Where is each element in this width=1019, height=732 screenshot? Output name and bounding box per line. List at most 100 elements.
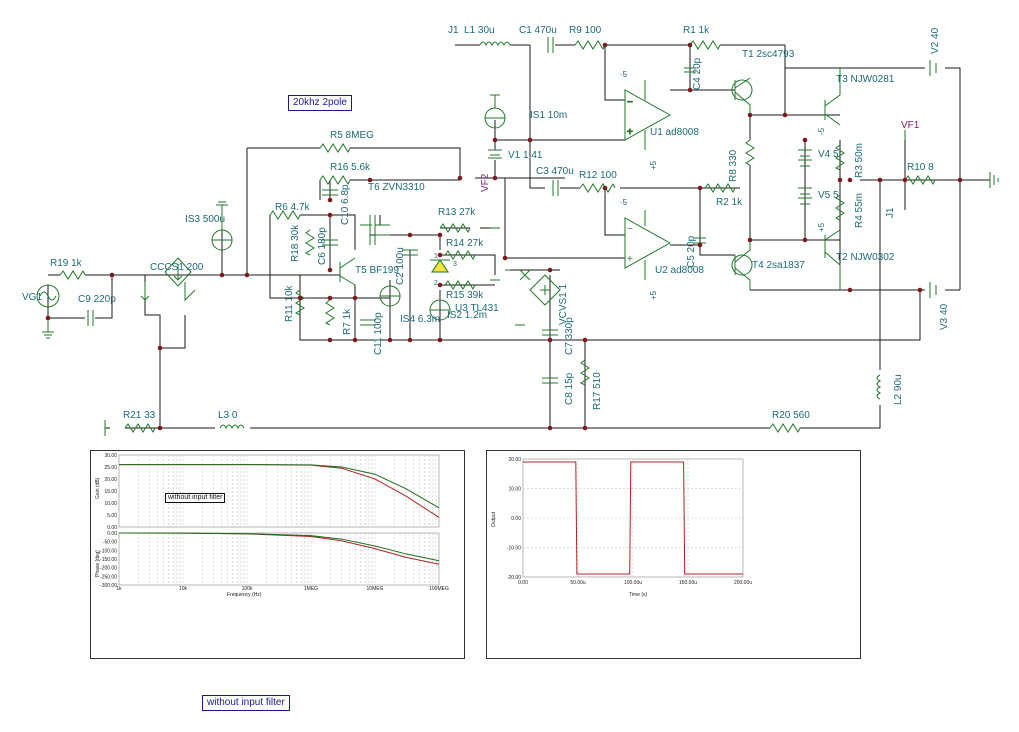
component-labels: J1 L1 30u C1 470u R9 100 R1 1k T1 2sc479… xyxy=(22,25,950,421)
resistor-R4 xyxy=(834,194,845,221)
label-R5: R5 8MEG xyxy=(330,130,374,141)
resistor-R17 xyxy=(579,359,590,386)
label-R21: R21 33 xyxy=(123,410,156,421)
time-tick-label: 0.00 xyxy=(518,580,528,586)
label-C4: C4 20p xyxy=(692,57,703,90)
label-L2: L2 90u xyxy=(893,374,904,405)
mosfet-T6 xyxy=(369,215,390,245)
inductor-L3 xyxy=(219,424,245,430)
label-C7: C7 330p xyxy=(564,317,575,355)
label-V1: V1 1.41 xyxy=(508,150,543,161)
output-tick-label: -20.00 xyxy=(507,575,521,581)
label-L3: L3 0 xyxy=(218,410,238,421)
capacitor-C9 xyxy=(87,310,94,326)
label-C2: C2 100u xyxy=(395,247,406,285)
gain-tick-label: 20.00 xyxy=(104,477,117,483)
label-VF1: VF1 xyxy=(901,120,920,131)
battery-V4 xyxy=(798,149,812,167)
components: − + − + xyxy=(36,37,999,436)
resistor-R11 xyxy=(294,289,305,316)
time-tick-label: 150.00u xyxy=(679,580,697,586)
inductor-L2 xyxy=(876,374,882,400)
gain-series-line xyxy=(119,464,440,509)
resistor-R7 xyxy=(324,299,335,326)
label-C6: C6 180p xyxy=(317,227,328,265)
gain-axis-label: Gain (dB) xyxy=(95,477,101,499)
pin-m5c: -5 xyxy=(817,127,826,135)
label-R6: R6 4.7k xyxy=(275,202,310,213)
label-R20: R20 560 xyxy=(772,410,810,421)
label-VF2: VF2 xyxy=(480,173,491,192)
ground-mark xyxy=(490,227,525,326)
time-tick-label: 100.00u xyxy=(624,580,642,586)
freq-axis-label: Frequency (Hz) xyxy=(227,592,262,598)
label-R16: R16 5.6k xyxy=(330,162,371,173)
resistor-R14 xyxy=(444,250,476,261)
label-U3: U3 TL431 xyxy=(455,303,499,314)
pin-m5b: -5 xyxy=(620,198,628,207)
svg-text:−: − xyxy=(627,97,633,108)
phase-tick-label: 0.00 xyxy=(107,531,117,537)
output-tick-label: -10.00 xyxy=(507,546,521,552)
ground-output xyxy=(989,172,999,188)
freq-tick-label: 1MEG xyxy=(304,586,318,592)
label-R1: R1 1k xyxy=(683,25,710,36)
label-R3: R3 50m xyxy=(854,143,865,178)
transient-plot: Output Time (s) 20.0010.000.00-10.00-20.… xyxy=(491,457,752,598)
freq-tick-label: 10MEG xyxy=(367,586,384,592)
svg-text:−: − xyxy=(627,224,633,235)
label-V2: V2 40 xyxy=(930,27,941,54)
time-tick-label: 50.00u xyxy=(570,580,586,586)
label-C10: C10 6.8p xyxy=(340,184,351,225)
phase-axis-label: Phase [deg] xyxy=(95,550,101,577)
plot-note: without input filter xyxy=(165,493,226,503)
label-T5: T5 BF199 xyxy=(355,265,399,276)
label-VG1: VG1 xyxy=(22,292,42,303)
time-tick-label: 200.00u xyxy=(734,580,752,586)
label-V4: V4 5 xyxy=(818,149,839,160)
battery-V2 xyxy=(929,60,937,76)
opamp-U2 xyxy=(624,217,672,269)
label-C3: C3 470u xyxy=(536,166,574,177)
resistor-R10 xyxy=(904,175,936,186)
phase-tick-label: -250.00 xyxy=(100,574,117,580)
battery-V5 xyxy=(798,187,812,205)
pin-m5a: -5 xyxy=(620,70,628,79)
battery-V3 xyxy=(929,282,937,298)
label-IS2: IS2 1.2m xyxy=(447,310,487,321)
transistor-T2 xyxy=(824,229,841,290)
node-dots xyxy=(45,42,963,431)
cccs-CCCS1 xyxy=(164,257,192,287)
capacitor-C3 xyxy=(552,180,559,196)
resistor-R12 xyxy=(579,182,616,193)
resistor-R3 xyxy=(834,144,845,171)
capacitor-C1 xyxy=(547,37,554,53)
bode-plot-window: Gain (dB) Phase [deg] Frequency (Hz) 30.… xyxy=(90,450,465,659)
label-VCVS1: VCVS1 1 xyxy=(558,283,569,325)
inductor-L1 xyxy=(479,41,511,47)
transistor-T4 xyxy=(734,240,751,290)
phase-tick-label: -300.00 xyxy=(100,583,117,589)
label-R17: R17 510 xyxy=(592,372,603,410)
note-without-filter: without input filter xyxy=(202,695,290,711)
resistor-R5 xyxy=(319,143,351,154)
label-R2: R2 1k xyxy=(716,197,743,208)
gain-tick-label: 15.00 xyxy=(104,489,117,495)
resistor-R19 xyxy=(59,269,86,280)
label-T4: T4 2sa1837 xyxy=(752,260,805,271)
resistor-R1 xyxy=(689,40,721,51)
label-R10: R10 8 xyxy=(907,162,934,173)
capacitor-C11 xyxy=(360,319,376,326)
label-IS1: IS1 10m xyxy=(530,110,567,121)
label-C1: C1 470u xyxy=(519,25,557,36)
phase-tick-label: -50.00 xyxy=(103,540,117,546)
label-U1: U1 ad8008 xyxy=(650,127,699,138)
transistor-T1 xyxy=(734,77,751,115)
wires xyxy=(47,44,990,429)
output-tick-label: 10.00 xyxy=(508,487,521,493)
pin-p5b: +5 xyxy=(649,290,658,300)
label-V5: V5 5 xyxy=(818,190,839,201)
label-R7: R7 1k xyxy=(342,308,353,335)
label-R11: R11 10k xyxy=(284,284,295,322)
